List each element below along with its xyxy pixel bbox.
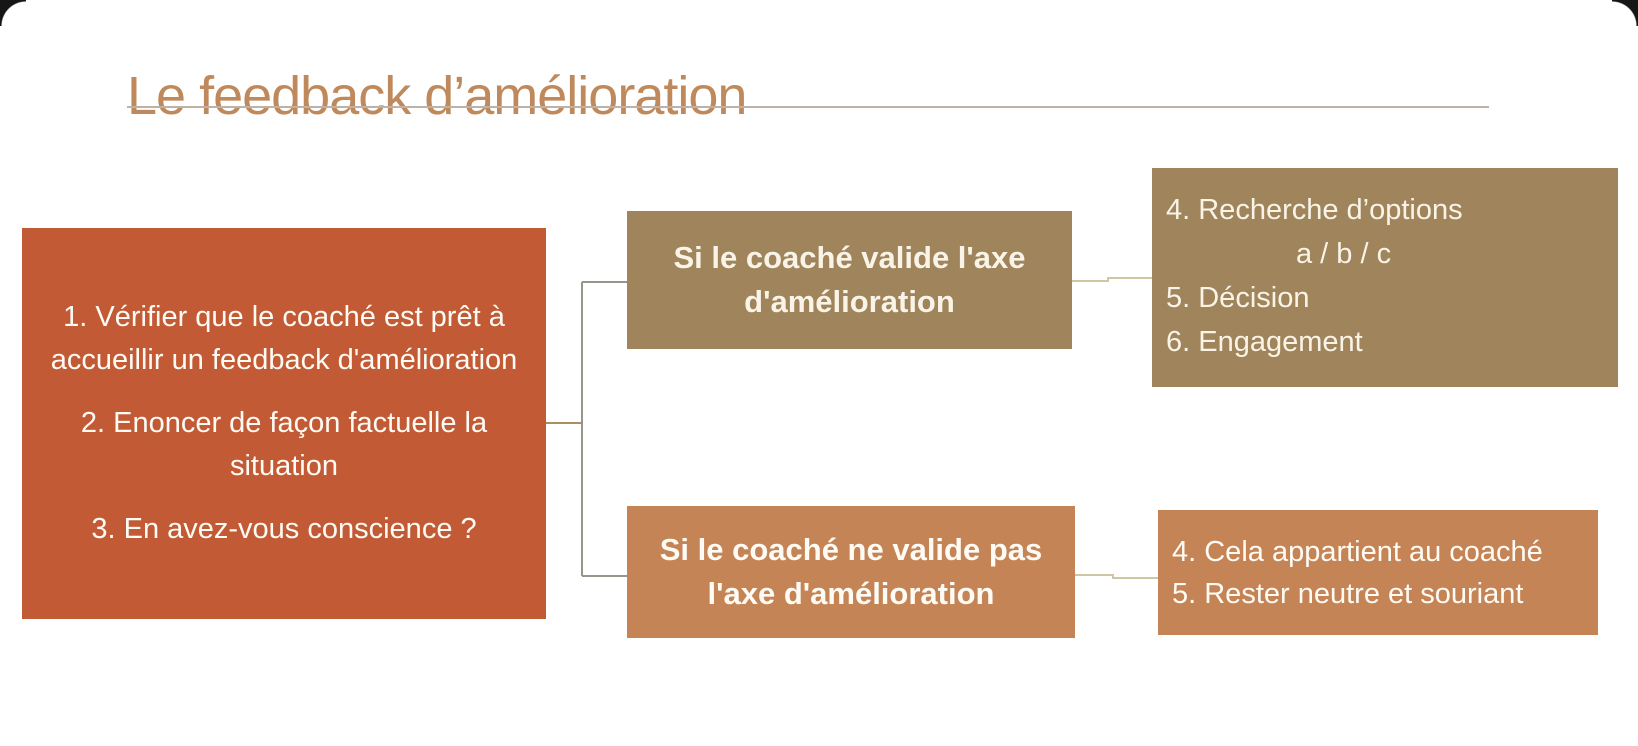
outcome-item: 4. Recherche d’options: [1166, 194, 1463, 226]
outcome-item: 5. Décision: [1166, 282, 1310, 314]
branch-valid-box: Si le coaché valide l'axe d'amélioration: [627, 211, 1072, 349]
rounded-corner-top-right: [1612, 0, 1638, 26]
outcome-item: 4. Cela appartient au coaché: [1172, 535, 1543, 568]
title-underline: [127, 106, 1489, 108]
branch-invalid-label: Si le coaché ne valide pas l'axe d'améli…: [659, 532, 1043, 611]
slide-title: Le feedback d’amélioration: [127, 66, 747, 127]
outcome-item: 5. Rester neutre et souriant: [1172, 577, 1524, 610]
outcome-item-options: a / b / c: [1296, 238, 1392, 270]
valid-outcomes-box: 4. Recherche d’options a / b / c 5. Déci…: [1152, 168, 1618, 387]
step-item: 2. Enoncer de façon factuelle la situati…: [80, 407, 488, 482]
branch-invalid-box: Si le coaché ne valide pas l'axe d'améli…: [627, 506, 1075, 638]
invalid-outcomes-box: 4. Cela appartient au coaché 5. Rester n…: [1158, 510, 1598, 635]
step-item: 3. En avez-vous conscience ?: [91, 513, 477, 545]
rounded-corner-top-left: [0, 0, 26, 26]
outcome-item: 6. Engagement: [1166, 326, 1363, 358]
step-item: 1. Vérifier que le coaché est prêt à acc…: [50, 301, 518, 376]
steps-box: 1. Vérifier que le coaché est prêt à acc…: [22, 228, 546, 619]
connector-valid-to-outcomes: [1072, 277, 1152, 282]
connector-invalid-to-outcomes: [1075, 574, 1158, 579]
branch-valid-label: Si le coaché valide l'axe d'amélioration: [673, 240, 1026, 319]
